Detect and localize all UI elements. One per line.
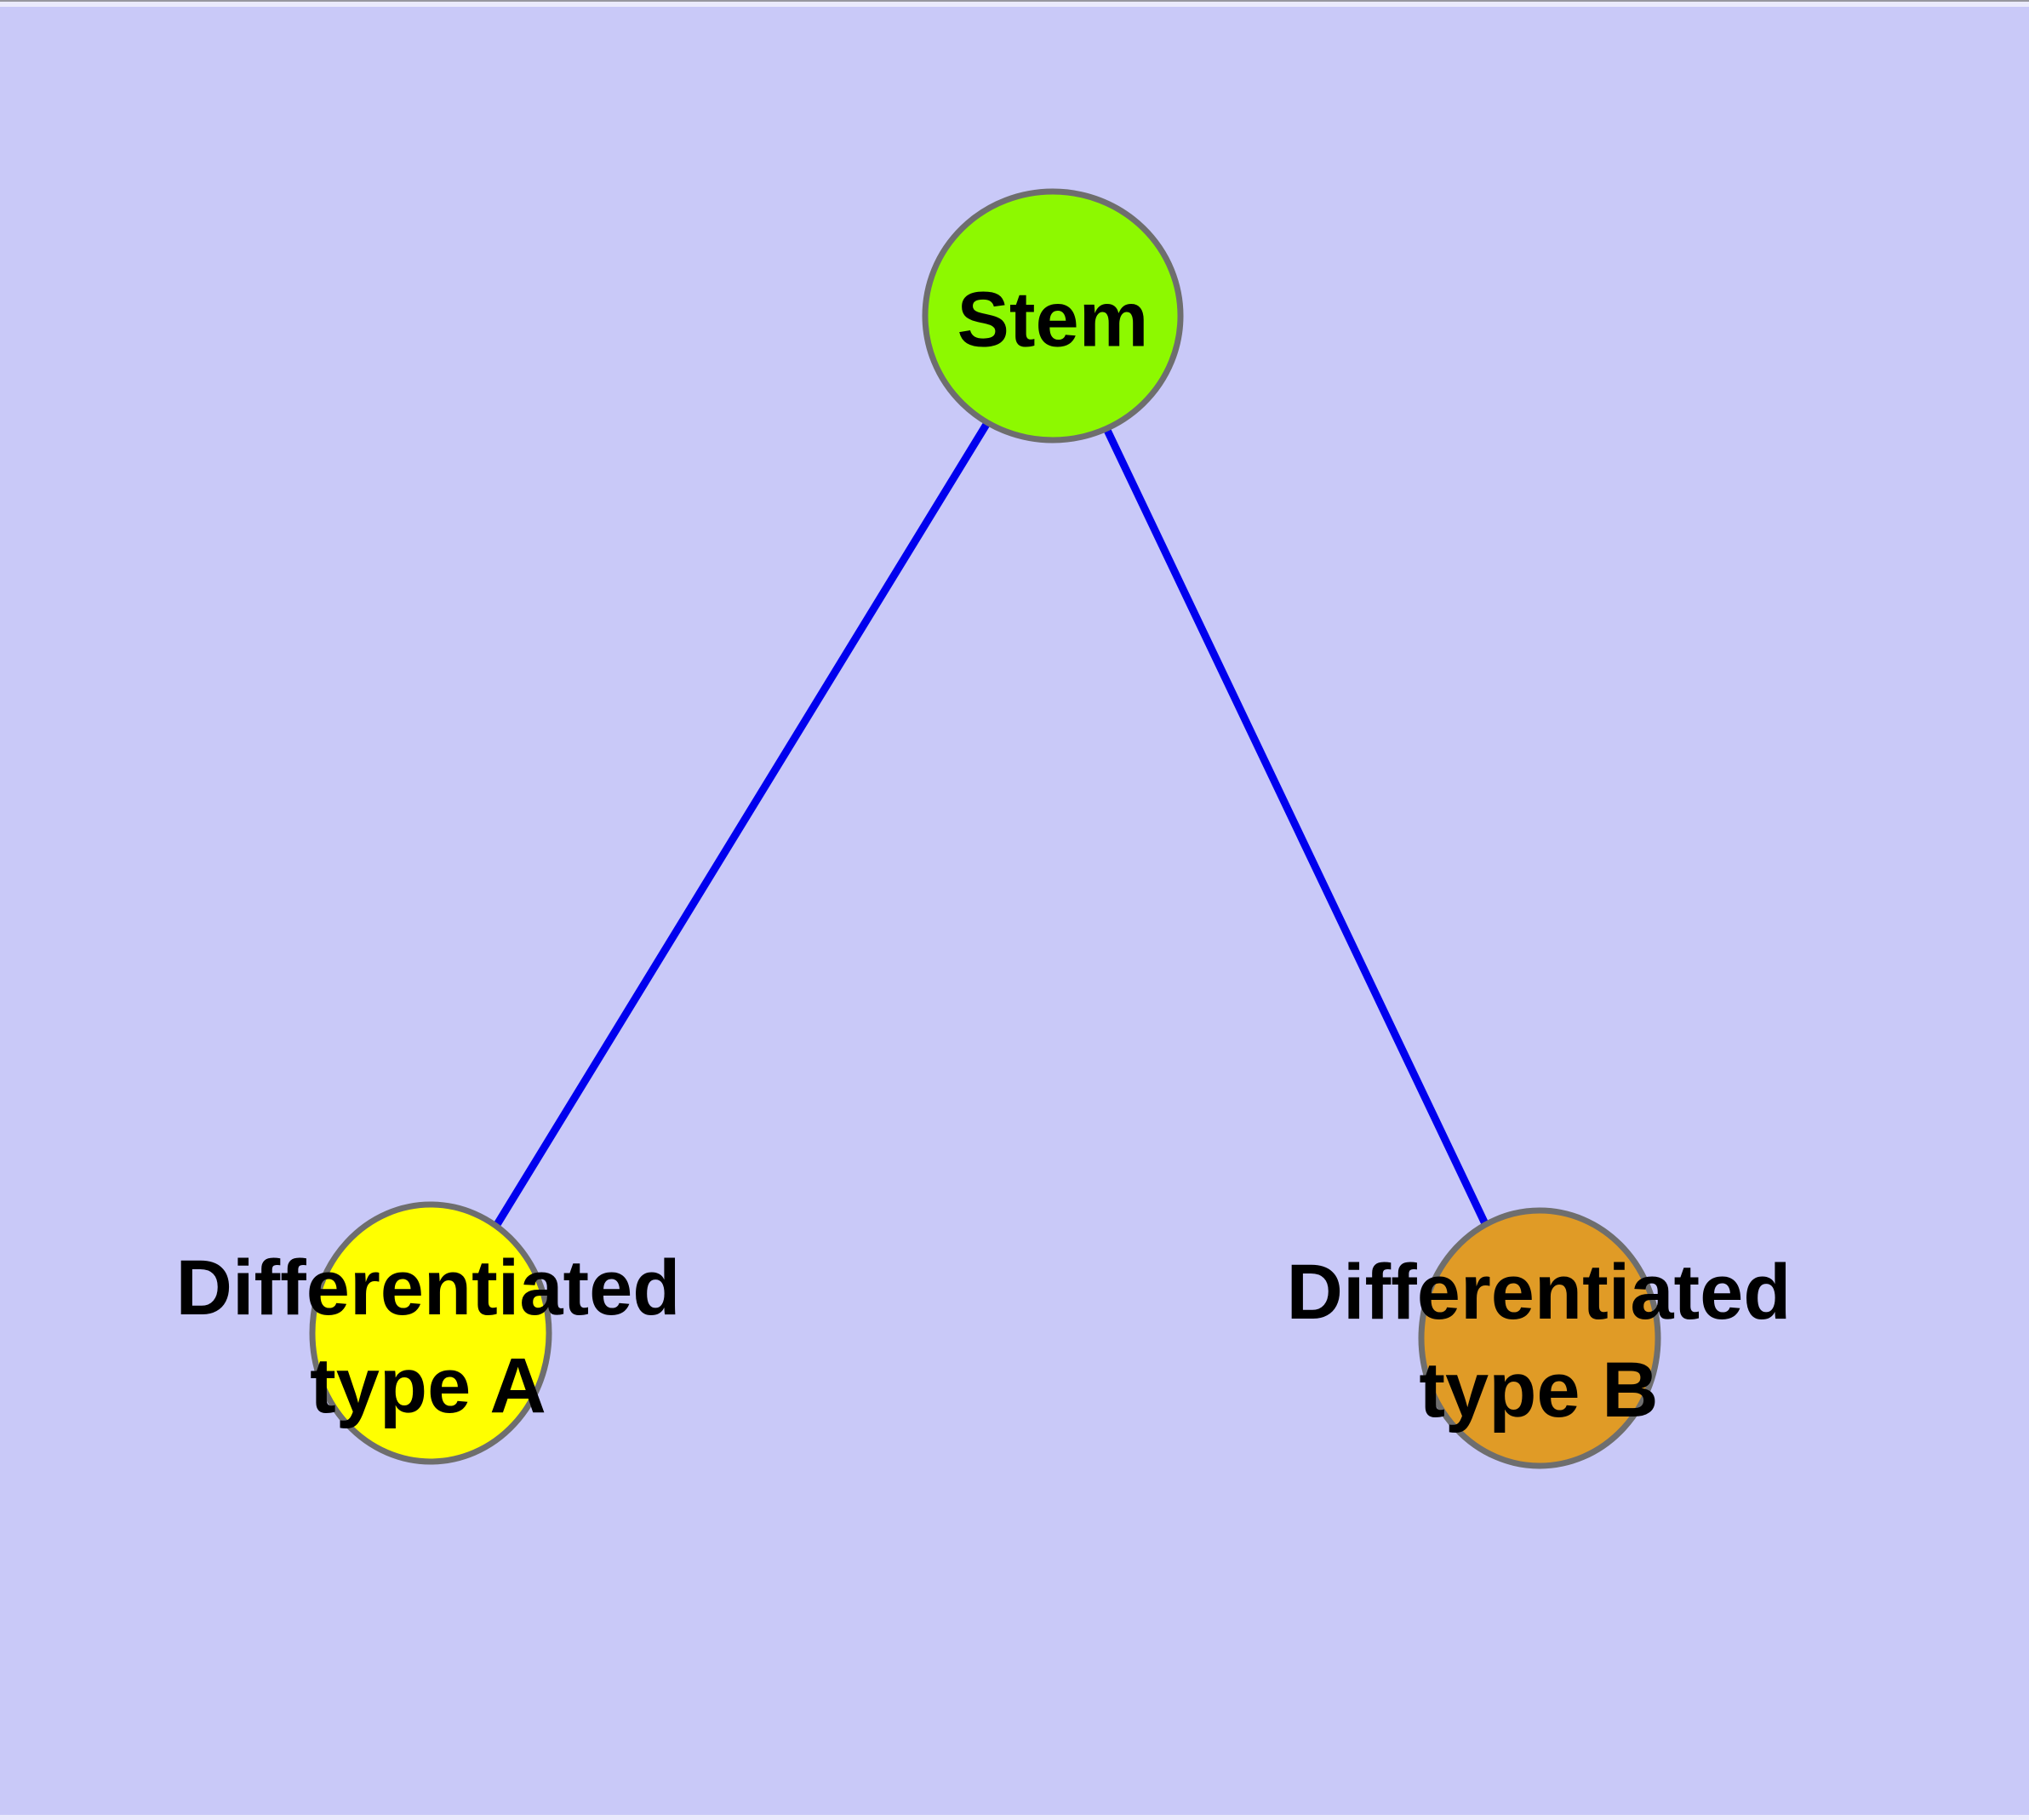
edge-stem-to-differentiated-type-a <box>427 313 1056 1336</box>
node-stem-label-line: Stem <box>957 276 1149 363</box>
node-differentiated-type-b-circle[interactable] <box>1418 1207 1661 1469</box>
window-bottom-edge <box>0 1815 2029 1820</box>
node-differentiated-type-b-label-line-1: Differentiated <box>1286 1249 1792 1336</box>
node-differentiated-type-a-circle[interactable] <box>309 1201 552 1465</box>
node-differentiated-type-b-label-line-2: type B <box>1419 1347 1659 1434</box>
node-differentiated-type-b-label: Differentiated type B <box>1287 1244 1792 1439</box>
node-differentiated-type-a-label-line-1: Differentiated <box>175 1245 681 1331</box>
edge-stem-to-differentiated-type-b <box>1049 314 1544 1340</box>
node-differentiated-type-a-label-line-2: type A <box>310 1342 546 1429</box>
node-stem-circle[interactable] <box>922 188 1184 444</box>
node-stem-label: Stem <box>957 272 1149 369</box>
window-top-edge <box>0 0 2029 7</box>
node-differentiated-type-a-label: Differentiated type A <box>176 1239 681 1435</box>
